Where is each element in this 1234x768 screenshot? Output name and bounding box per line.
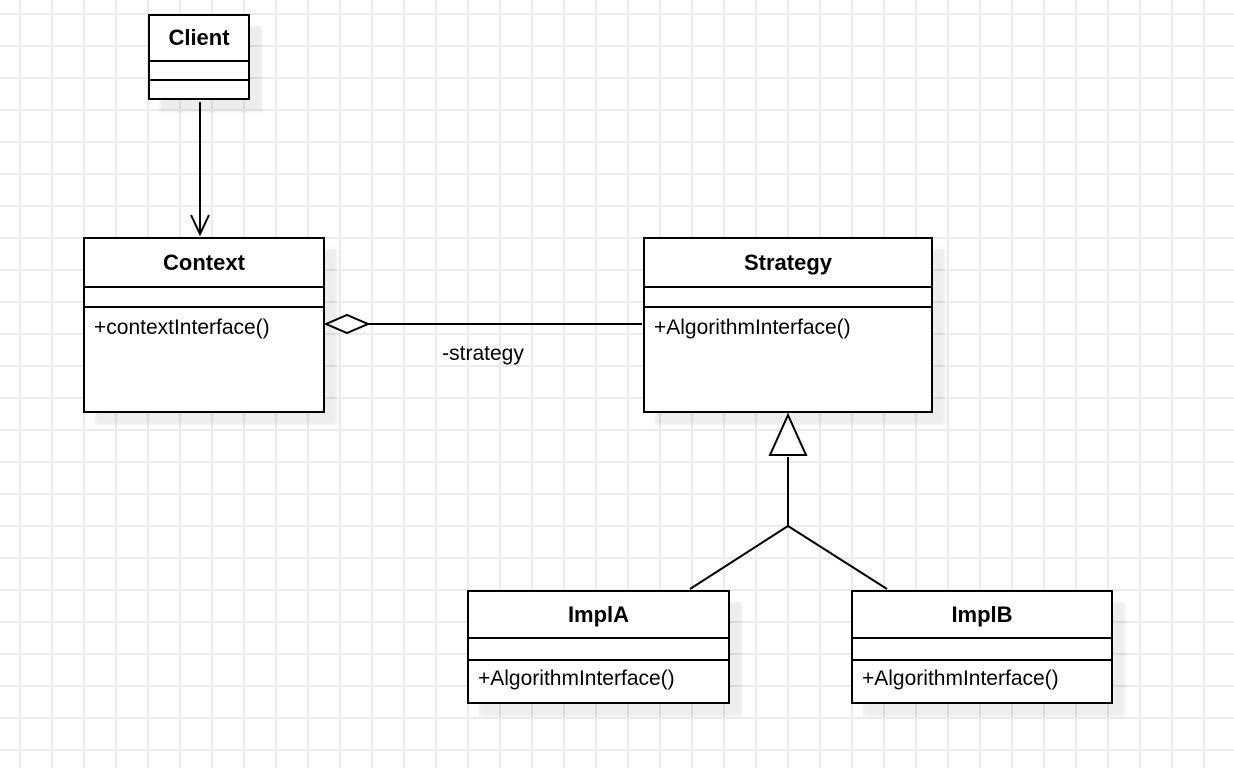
class-client-title: Client [168,25,230,50]
class-client[interactable]: Client [148,14,250,100]
aggregation-diamond-icon [323,313,371,335]
class-client-methods-compartment [150,79,248,98]
class-impla[interactable]: ImplA +AlgorithmInterface() [467,590,730,704]
method-label: +contextInterface() [94,316,270,339]
class-impla-methods-compartment: +AlgorithmInterface() [469,659,728,702]
class-implb-attributes-compartment [853,637,1111,659]
class-context-title: Context [163,249,245,275]
edge-context-strategy-aggregation[interactable] [323,313,642,335]
class-implb-title: ImplB [951,601,1013,627]
edge-generalization-tree[interactable] [689,412,888,590]
class-context-attributes-compartment [85,286,323,306]
method-label: +AlgorithmInterface() [478,667,675,690]
edge-label-strategy[interactable]: -strategy [442,342,524,365]
open-arrowhead-icon [190,214,210,237]
edge-client-context-association[interactable] [190,102,210,237]
class-strategy-title: Strategy [743,249,833,275]
class-context-methods-compartment: +contextInterface() [85,306,323,411]
class-implb[interactable]: ImplB +AlgorithmInterface() [851,590,1113,704]
class-strategy-attributes-compartment [645,286,931,306]
class-strategy-methods-compartment: +AlgorithmInterface() [645,306,931,411]
class-implb-methods-compartment: +AlgorithmInterface() [853,659,1111,702]
method-label: +AlgorithmInterface() [654,316,851,339]
class-strategy[interactable]: Strategy +AlgorithmInterface() [643,237,933,413]
class-impla-attributes-compartment [469,637,728,659]
class-context[interactable]: Context +contextInterface() [83,237,325,413]
generalization-triangle-icon [768,412,808,456]
class-impla-title: ImplA [567,601,630,627]
method-label: +AlgorithmInterface() [862,667,1059,690]
class-client-attributes-compartment [150,60,248,79]
